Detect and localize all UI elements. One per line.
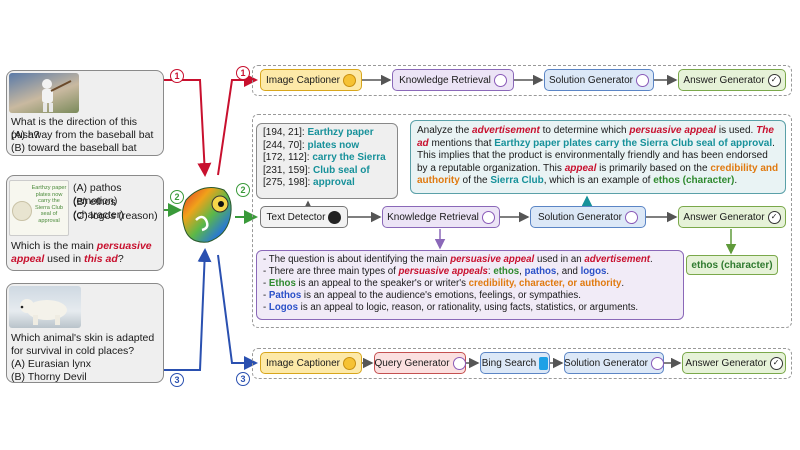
detection-row: [194, 21]: Earthzy paper (263, 127, 374, 138)
check-seal-icon: ✓ (769, 356, 783, 370)
question-3-option-a: (A) Eurasian lynx (11, 358, 91, 370)
openai-knot-icon (493, 73, 507, 87)
marker-1-red-left: 1 (170, 69, 184, 83)
p3-solution-generator: Solution Generator (564, 352, 664, 374)
question-1-option-a: (A) away from the baseball bat (11, 129, 154, 141)
knowledge-output: - The question is about identifying the … (256, 250, 684, 320)
polar-bear-photo (9, 286, 81, 328)
question-1-option-b: (B) toward the baseball bat (11, 142, 137, 154)
paper-plate-icon (12, 201, 32, 221)
p3-query-generator: Query Generator (374, 352, 466, 374)
detection-row: [231, 159]: Club seal of (263, 164, 370, 176)
chameleon-logo (178, 180, 236, 250)
question-1-text: What is the direction of this push? (11, 116, 138, 141)
arrow-p1-red (217, 73, 258, 176)
question-card-3: Which animal's skin is adapted for survi… (6, 283, 164, 383)
knowledge-line-1: - The question is about identifying the … (263, 254, 653, 265)
question-3-text: Which animal's skin is adapted for survi… (11, 332, 155, 357)
marker-1-red-right: 1 (236, 66, 250, 80)
knowledge-line-5: - Logos is an appeal to logic, reason, o… (263, 302, 639, 313)
bing-icon (539, 356, 549, 370)
marker-3-blue-left: 3 (170, 373, 184, 387)
p3-bing-search: Bing Search (480, 352, 550, 374)
question-2-option-a: (A) pathos (emotion) (73, 182, 122, 207)
solution-explanation: Analyze the advertisement to determine w… (410, 120, 786, 194)
question-2-text: Which is the main persuasive appeal used… (11, 240, 152, 265)
marker-3-blue-right: 3 (236, 372, 250, 386)
baseball-player-illustration (42, 79, 72, 112)
p3-answer-generator: Answer Generator✓ (682, 352, 786, 374)
openai-knot-icon (650, 356, 664, 370)
chameleon-icon (181, 187, 232, 243)
text-detection-output: [194, 21]: Earthzy paper [244, 70]: plat… (256, 123, 398, 199)
pipeline-2-frame (252, 114, 792, 328)
p2-answer-generator: Answer Generator✓ (678, 206, 786, 228)
smiley-icon (342, 73, 356, 87)
question-2-option-b: (B) ethos (character) (73, 196, 124, 221)
pipeline-1-frame (252, 65, 792, 96)
detection-row: [275, 198]: approval (263, 177, 355, 188)
openai-knot-icon (452, 356, 466, 370)
check-seal-icon: ✓ (767, 210, 781, 224)
arrow-p3-blue (217, 254, 258, 370)
p1-answer-generator: Answer Generator✓ (678, 69, 786, 91)
question-2-option-c: (C) logos (reason) (73, 210, 158, 222)
detection-row: [244, 70]: plates now (263, 139, 360, 151)
smiley-icon (342, 356, 356, 370)
marker-2-green-right: 2 (236, 183, 250, 197)
knowledge-line-4: - Pathos is an appeal to the audience's … (263, 290, 581, 301)
github-icon (328, 210, 342, 224)
p2-solution-generator: Solution Generator (530, 206, 646, 228)
baseball-photo (9, 73, 79, 113)
p2-text-detector: Text Detector (260, 206, 348, 228)
ad-image-text: Earthzy paper plates now carry the Sierr… (31, 185, 67, 224)
arrow-q3-blue (164, 248, 212, 371)
p1-image-captioner: Image Captioner (260, 69, 362, 91)
polar-bear-illustration (20, 299, 67, 325)
knowledge-line-3: - Ethos is an appeal to the speaker's or… (263, 278, 625, 289)
question-card-1: What is the direction of this push? (A) … (6, 70, 164, 156)
marker-2-green-left: 2 (170, 190, 184, 204)
question-3-option-b: (B) Thorny Devil (11, 371, 87, 383)
openai-knot-icon (635, 73, 649, 87)
p1-solution-generator: Solution Generator (544, 69, 654, 91)
openai-knot-icon (624, 210, 638, 224)
ad-image: Earthzy paper plates now carry the Sierr… (9, 180, 69, 236)
p3-image-captioner: Image Captioner (260, 352, 362, 374)
pipeline-3-frame (252, 348, 792, 379)
detection-row: [172, 112]: carry the Sierra (263, 152, 386, 163)
openai-knot-icon (481, 210, 495, 224)
check-seal-icon: ✓ (767, 73, 781, 87)
arrow-q1-red (164, 79, 212, 177)
p2-knowledge-retrieval: Knowledge Retrieval (382, 206, 500, 228)
knowledge-line-2: - There are three main types of persuasi… (263, 266, 610, 277)
question-card-2: Earthzy paper plates now carry the Sierr… (6, 175, 164, 271)
final-answer: ethos (character) (686, 255, 778, 275)
p1-knowledge-retrieval: Knowledge Retrieval (392, 69, 514, 91)
